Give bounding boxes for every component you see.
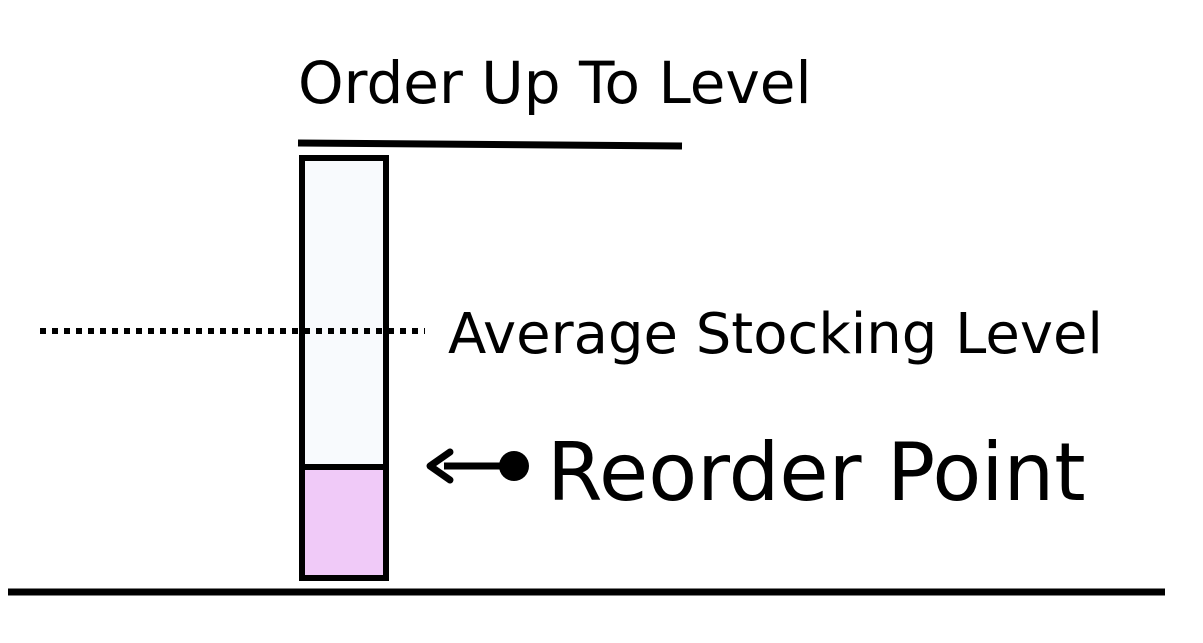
arrow-left-with-dot-icon bbox=[426, 448, 529, 484]
reorder-point-label: Reorder Point bbox=[547, 426, 1086, 519]
order-up-to-label: Order Up To Level bbox=[298, 49, 812, 117]
order-up-to-line bbox=[297, 139, 683, 150]
average-stocking-label: Average Stocking Level bbox=[448, 302, 1103, 367]
reorder-stock-fill bbox=[299, 464, 389, 581]
